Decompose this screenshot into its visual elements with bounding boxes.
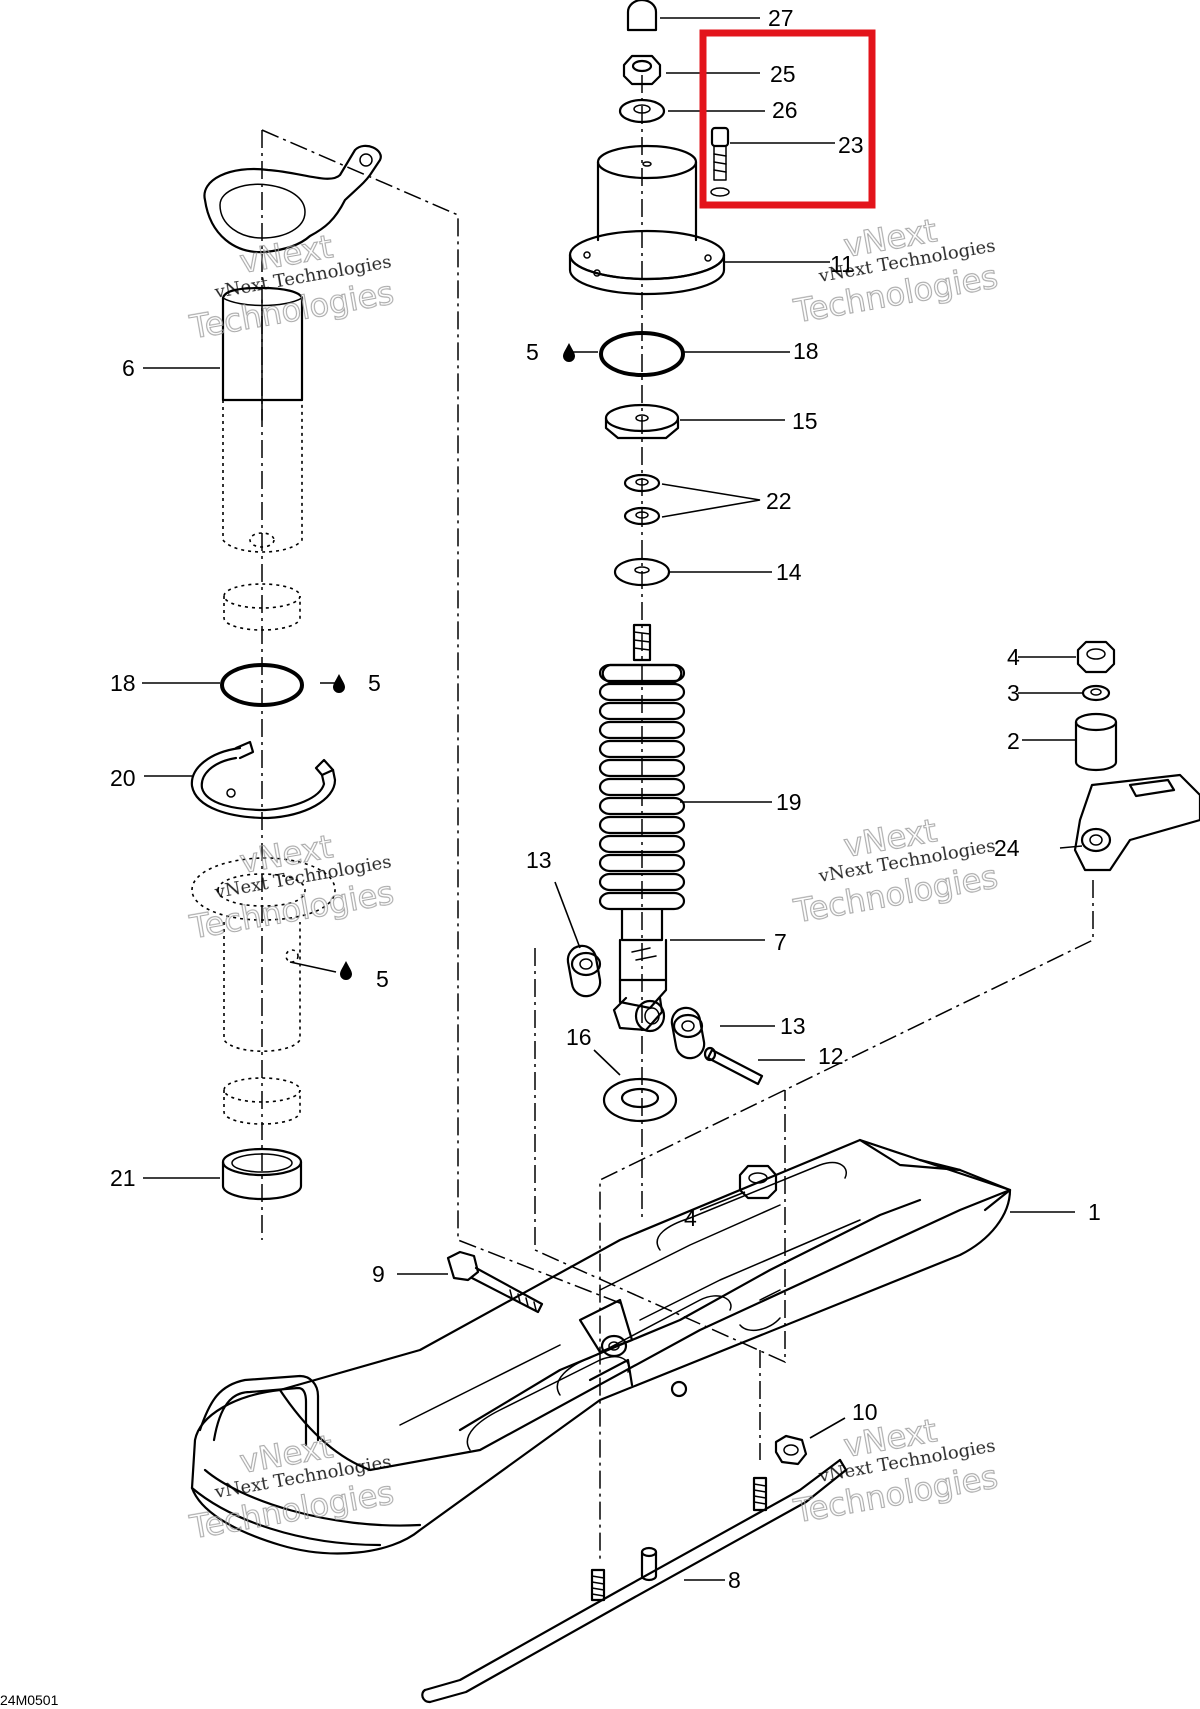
- tube-6: [221, 286, 304, 553]
- plate-15: [604, 403, 680, 440]
- oil-drop-icon: [340, 961, 352, 980]
- bracket-24: [1073, 773, 1200, 872]
- label-1: 1: [1088, 1199, 1101, 1225]
- runner-8: [421, 1458, 848, 1704]
- washer-16: [602, 1077, 678, 1123]
- label-8: 8: [728, 1567, 741, 1593]
- label-19: 19: [776, 789, 802, 815]
- circlip-20: [190, 740, 337, 820]
- label-11: 11: [830, 251, 854, 277]
- cap-27: [626, 0, 658, 32]
- alignment-lines: [261, 75, 1094, 1560]
- label-13: 13: [780, 1013, 806, 1039]
- shock-housing-11: [568, 144, 726, 296]
- spanner-wrench: [203, 144, 382, 254]
- shock-absorber-19: [598, 623, 686, 982]
- spring-coils: [598, 663, 686, 911]
- label-23: 23: [838, 132, 864, 158]
- spacer-2: [1074, 712, 1118, 772]
- bushing-ring-upper: [223, 583, 301, 631]
- label-13: 13: [526, 847, 552, 873]
- washer-3: [1081, 684, 1111, 702]
- bushing-ring-lower: [223, 1077, 301, 1125]
- label-6: 6: [122, 355, 135, 381]
- bolt-9: [446, 1250, 544, 1314]
- label-18: 18: [110, 670, 136, 696]
- pin-12: [703, 1046, 764, 1086]
- label-25: 25: [770, 61, 796, 87]
- ski-mount: [578, 1298, 688, 1398]
- label-9: 9: [372, 1261, 385, 1287]
- leader-lines: [142, 17, 1083, 1581]
- label-5: 5: [376, 966, 389, 992]
- label-24: 24: [994, 835, 1020, 861]
- label-10: 10: [852, 1399, 878, 1425]
- nut-4-upper: [1076, 640, 1116, 674]
- label-14: 14: [776, 559, 802, 585]
- o-ring-18-upper: [599, 331, 685, 377]
- watermark: vNext Technologies vNext Technologies vN…: [186, 211, 1001, 1547]
- label-27: 27: [768, 5, 794, 31]
- bushing-13-left: [566, 944, 602, 998]
- label-20: 20: [110, 765, 136, 791]
- label-7: 7: [774, 929, 787, 955]
- label-15: 15: [792, 408, 818, 434]
- label-18: 18: [793, 338, 819, 364]
- label-22: 22: [766, 488, 792, 514]
- oil-drop-icon: [563, 343, 575, 362]
- washers-22: [623, 473, 661, 526]
- label-5: 5: [526, 339, 539, 365]
- highlight-box: [699, 29, 876, 209]
- stud-right: [752, 1476, 768, 1512]
- label-4: 4: [1007, 644, 1020, 670]
- bushing-13-right: [670, 1006, 706, 1060]
- ring-21: [221, 1147, 303, 1201]
- eyelet-7: [612, 978, 668, 1033]
- oil-drop-icon: [333, 674, 345, 693]
- nut-25: [622, 54, 662, 86]
- washer-14: [613, 557, 671, 587]
- washer-26: [618, 98, 666, 124]
- label-3: 3: [1007, 680, 1020, 706]
- part-labels: 27 25 26 23 11 5 18 15 22 14 6 18 5 20 5…: [110, 5, 1101, 1593]
- screw-23: [710, 126, 730, 197]
- ski-loop-handle: [198, 1374, 320, 1447]
- o-ring-18-lower: [220, 663, 304, 707]
- label-12: 12: [818, 1043, 844, 1069]
- nut-10: [774, 1434, 808, 1466]
- label-21: 21: [110, 1165, 136, 1191]
- label-16: 16: [566, 1024, 592, 1050]
- label-2: 2: [1007, 728, 1020, 754]
- label-26: 26: [772, 97, 798, 123]
- label-5: 5: [368, 670, 381, 696]
- label-4: 4: [684, 1205, 697, 1231]
- figure-code: 24M0501: [0, 1692, 59, 1708]
